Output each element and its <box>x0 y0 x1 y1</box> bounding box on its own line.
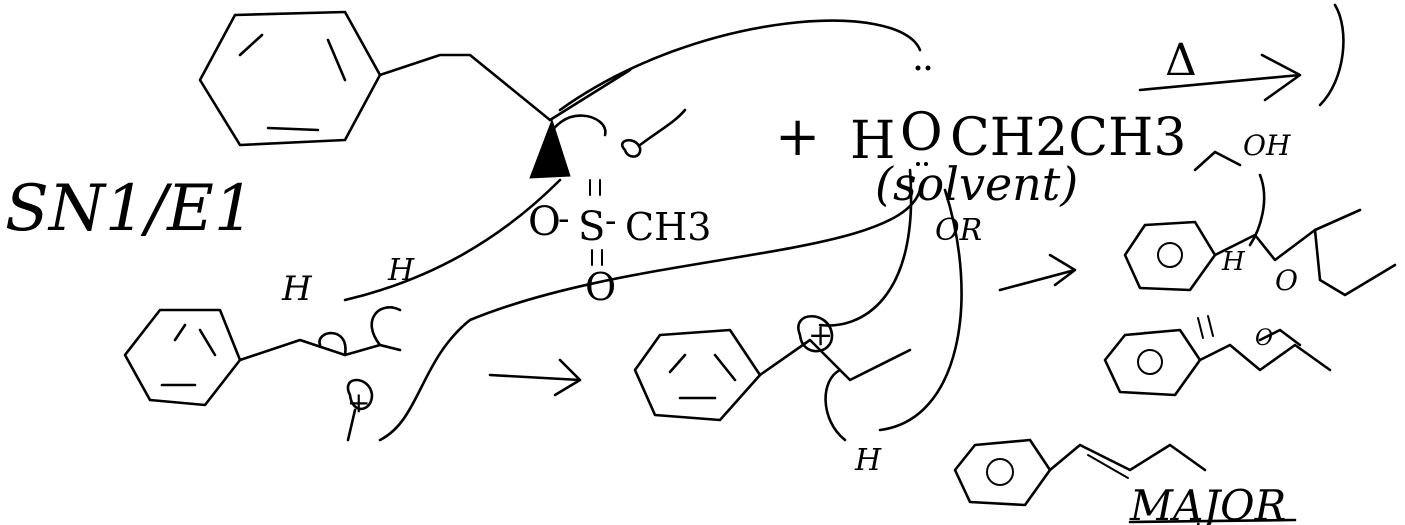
mechanism-label: SN1/E1 <box>5 172 255 246</box>
major-product-ring <box>953 438 1052 507</box>
reagent-solvent-note: (solvent) <box>875 157 1078 211</box>
sulfonyl-double-bond-top <box>589 179 601 196</box>
reagent-lone-pairs <box>915 65 931 166</box>
long-arrow-to-hydride <box>343 178 562 302</box>
or-label: OR <box>935 213 982 248</box>
wedge-bond <box>529 118 571 179</box>
rearranged-cation-circle <box>797 314 834 353</box>
alkyl-shift-arrow <box>878 188 963 432</box>
rearranged-chain <box>758 338 912 382</box>
leaving-oxygen-circle <box>621 138 642 158</box>
mesylate-ch3: CH3 <box>625 205 711 249</box>
reactant-chain-bond-right <box>548 68 632 122</box>
mesylate-leaving-group: O - S - CH3 O <box>528 179 711 309</box>
reagent-ethyl: CH2CH3 <box>950 108 1186 168</box>
mesylate-sulfur: S <box>578 204 605 250</box>
major-product-double-bond <box>1087 454 1129 479</box>
methyl-shift-arrow <box>370 306 402 347</box>
product-h-label: H <box>1221 247 1246 277</box>
reagent-oxygen: O <box>900 103 943 163</box>
carbocation-plus: + <box>347 386 370 419</box>
sulfonyl-bottom-oxygen: O <box>585 265 616 309</box>
solvent-to-elimination-arrow <box>378 188 922 442</box>
mesylate-bond: - <box>558 199 570 239</box>
carbocation-tail <box>346 408 357 442</box>
rearranged-benzene-ring <box>633 328 762 422</box>
product-oh-chain <box>1193 150 1242 172</box>
sulfonyl-double-bond-bottom <box>591 249 603 266</box>
hydride-arrow <box>318 331 347 357</box>
rearrangement-arrow <box>488 358 582 397</box>
reactant-chain-bond <box>378 53 552 122</box>
leaving-group-arrow <box>543 114 607 147</box>
product-2-chain <box>1198 343 1332 372</box>
major-underline <box>1128 518 1297 524</box>
right-bracket <box>1318 3 1345 107</box>
mesylate-bond-2: - <box>605 201 617 241</box>
solvent-attack-arrow <box>558 19 922 112</box>
product-2-o-label: O <box>1255 326 1273 351</box>
reagent-plus: + <box>775 105 820 168</box>
major-product-chain <box>1048 443 1207 472</box>
product-oh-label: OH <box>1243 129 1291 162</box>
product-2-branch <box>1258 328 1302 347</box>
or-arrow <box>818 168 913 327</box>
product-ether-methyl <box>1313 228 1397 297</box>
product-arrow <box>998 253 1077 292</box>
product-oh-arrow <box>1248 173 1266 247</box>
carbocation-benzene-ring <box>123 308 242 407</box>
mesylate-oxygen: O <box>528 199 561 245</box>
rearranged-hydride-arrow <box>824 368 847 442</box>
product-ether-chain <box>1213 208 1362 262</box>
reagent-hydrogen: H <box>850 111 895 171</box>
rearranged-plus: + <box>808 318 833 353</box>
product-2-hydrogen-mark <box>1197 315 1214 339</box>
hydrogen-label-1: H <box>281 269 313 309</box>
heat-symbol: Δ <box>1165 35 1197 86</box>
rearranged-hydrogen: H <box>854 443 882 478</box>
major-label: MAJOR <box>1129 481 1286 525</box>
product-ether-ring <box>1123 220 1217 292</box>
product-o-label: O <box>1275 264 1298 297</box>
reactant-benzene-ring <box>198 10 382 147</box>
leaving-oxygen-tail <box>638 108 687 147</box>
carbocation-circle <box>346 378 374 411</box>
heat-arrow <box>1138 53 1302 102</box>
product-alkene-ring-2 <box>1103 328 1202 397</box>
